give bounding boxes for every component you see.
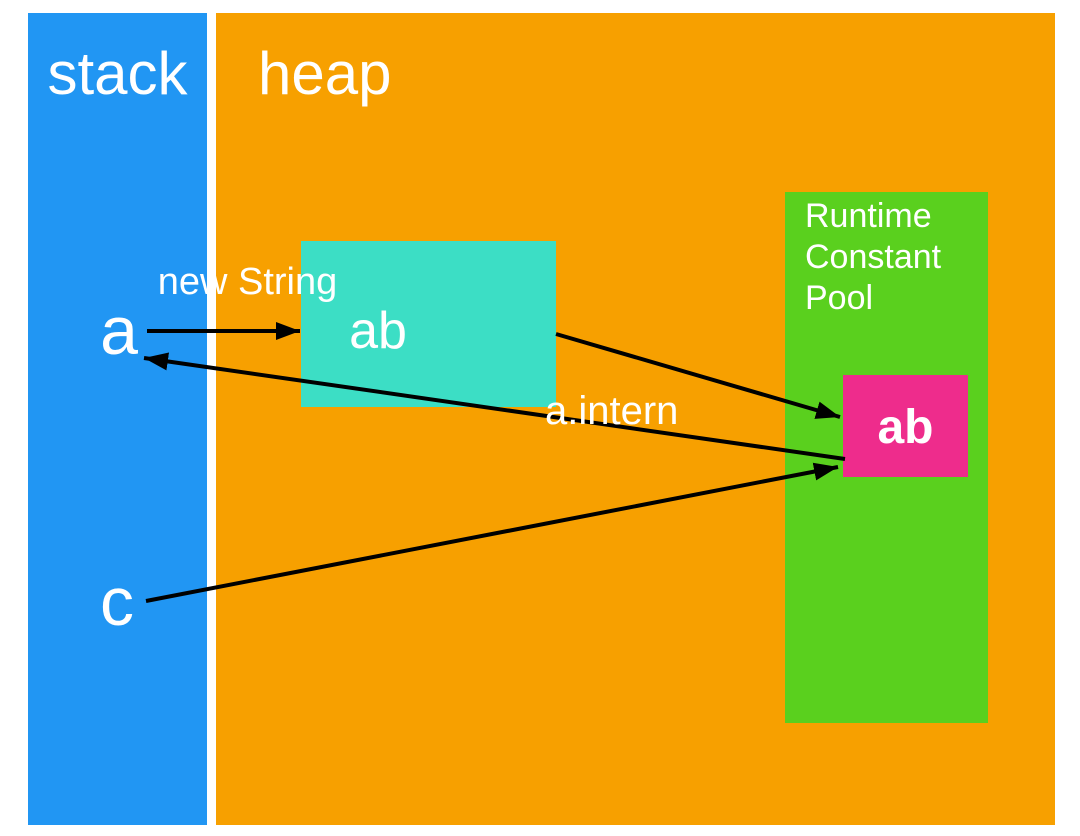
runtime-constant-pool-label: Runtime Constant Pool	[805, 197, 942, 317]
stack-region-label: stack	[47, 40, 188, 107]
new-string-annotation: new String	[157, 261, 338, 303]
heap-string-value: ab	[349, 302, 407, 360]
variable-a-label: a	[100, 293, 138, 369]
stack-region	[28, 13, 207, 825]
interned-string-object-box	[843, 375, 968, 477]
interned-string-value: ab	[877, 401, 934, 454]
heap-region-label: heap	[258, 40, 392, 107]
intern-annotation: a.intern	[545, 389, 679, 433]
variable-c-label: c	[100, 564, 134, 640]
